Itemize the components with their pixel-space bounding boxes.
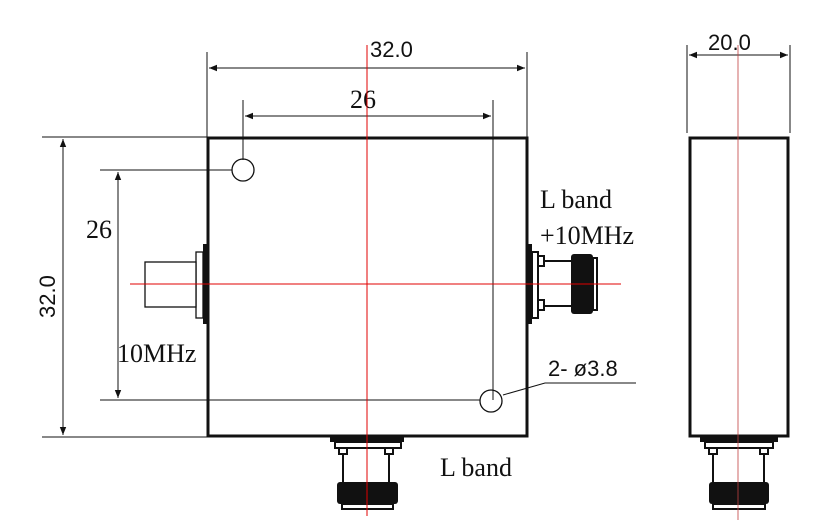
dim-hole-horizontal: [242, 100, 494, 400]
mounting-hole: [479, 389, 503, 413]
side-view-body: [688, 136, 790, 438]
side-bottom-connector: [700, 437, 778, 510]
dim-side-depth-label: 20.0: [708, 30, 751, 55]
right-port-label-line2: +10MHz: [540, 221, 634, 250]
dim-front-width-label: 32.0: [370, 37, 413, 62]
dim-hole-horizontal-label: 26: [350, 85, 376, 114]
dim-front-height: [42, 136, 207, 438]
dim-hole-vertical: [100, 169, 480, 401]
mounting-hole: [231, 158, 255, 182]
dim-side-depth: [686, 45, 791, 133]
hole-callout-label: 2- ø3.8: [548, 356, 618, 381]
dim-front-height-label: 32.0: [35, 275, 60, 318]
left-port-label: 10MHz: [117, 339, 196, 368]
bottom-port-label: L band: [440, 453, 512, 482]
dim-hole-vertical-label: 26: [86, 215, 112, 244]
hole-leader-line: [502, 382, 636, 396]
right-port-label-line1: L band: [540, 185, 612, 214]
